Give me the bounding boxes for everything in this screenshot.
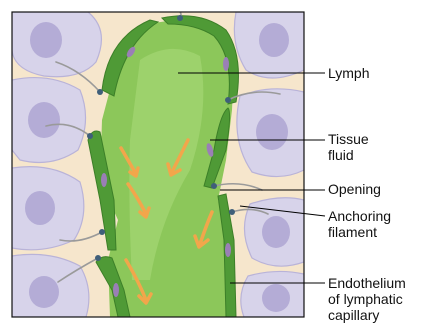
attachment-point — [97, 89, 103, 95]
attachment-point — [99, 229, 105, 235]
cell-nucleus — [28, 102, 60, 138]
label-line: Endothelium — [328, 275, 406, 291]
attachment-point — [177, 15, 183, 21]
cell-nucleus — [262, 216, 290, 248]
label-lymph: Lymph — [328, 65, 370, 81]
attachment-point — [87, 133, 93, 139]
endothelial-nucleus — [223, 57, 229, 71]
cell-nucleus — [30, 22, 62, 58]
label-endothelium: Endothelium of lymphatic capillary — [328, 275, 406, 323]
label-anchoring-filament: Anchoring filament — [328, 208, 391, 240]
label-line: Anchoring — [328, 208, 391, 224]
attachment-point — [229, 209, 235, 215]
cell-nucleus — [256, 114, 288, 150]
label-line: filament — [328, 224, 391, 240]
label-opening: Opening — [328, 181, 381, 197]
label-tissue-fluid: Tissue fluid — [328, 131, 369, 163]
cell-nucleus — [262, 284, 290, 312]
endothelial-nucleus — [225, 243, 231, 257]
cell-nucleus — [29, 276, 59, 308]
label-line: of lymphatic — [328, 291, 406, 307]
attachment-point — [225, 97, 231, 103]
cell-nucleus — [25, 191, 55, 225]
attachment-point — [211, 183, 217, 189]
illustration — [12, 12, 304, 317]
label-line: fluid — [328, 147, 369, 163]
cell-nucleus — [259, 23, 289, 57]
label-line: capillary — [328, 307, 406, 323]
label-line: Lymph — [328, 65, 370, 81]
endothelial-nucleus — [113, 283, 119, 297]
label-line: Opening — [328, 181, 381, 197]
label-line: Tissue — [328, 131, 369, 147]
endothelial-nucleus — [101, 173, 107, 187]
attachment-point — [95, 255, 101, 261]
